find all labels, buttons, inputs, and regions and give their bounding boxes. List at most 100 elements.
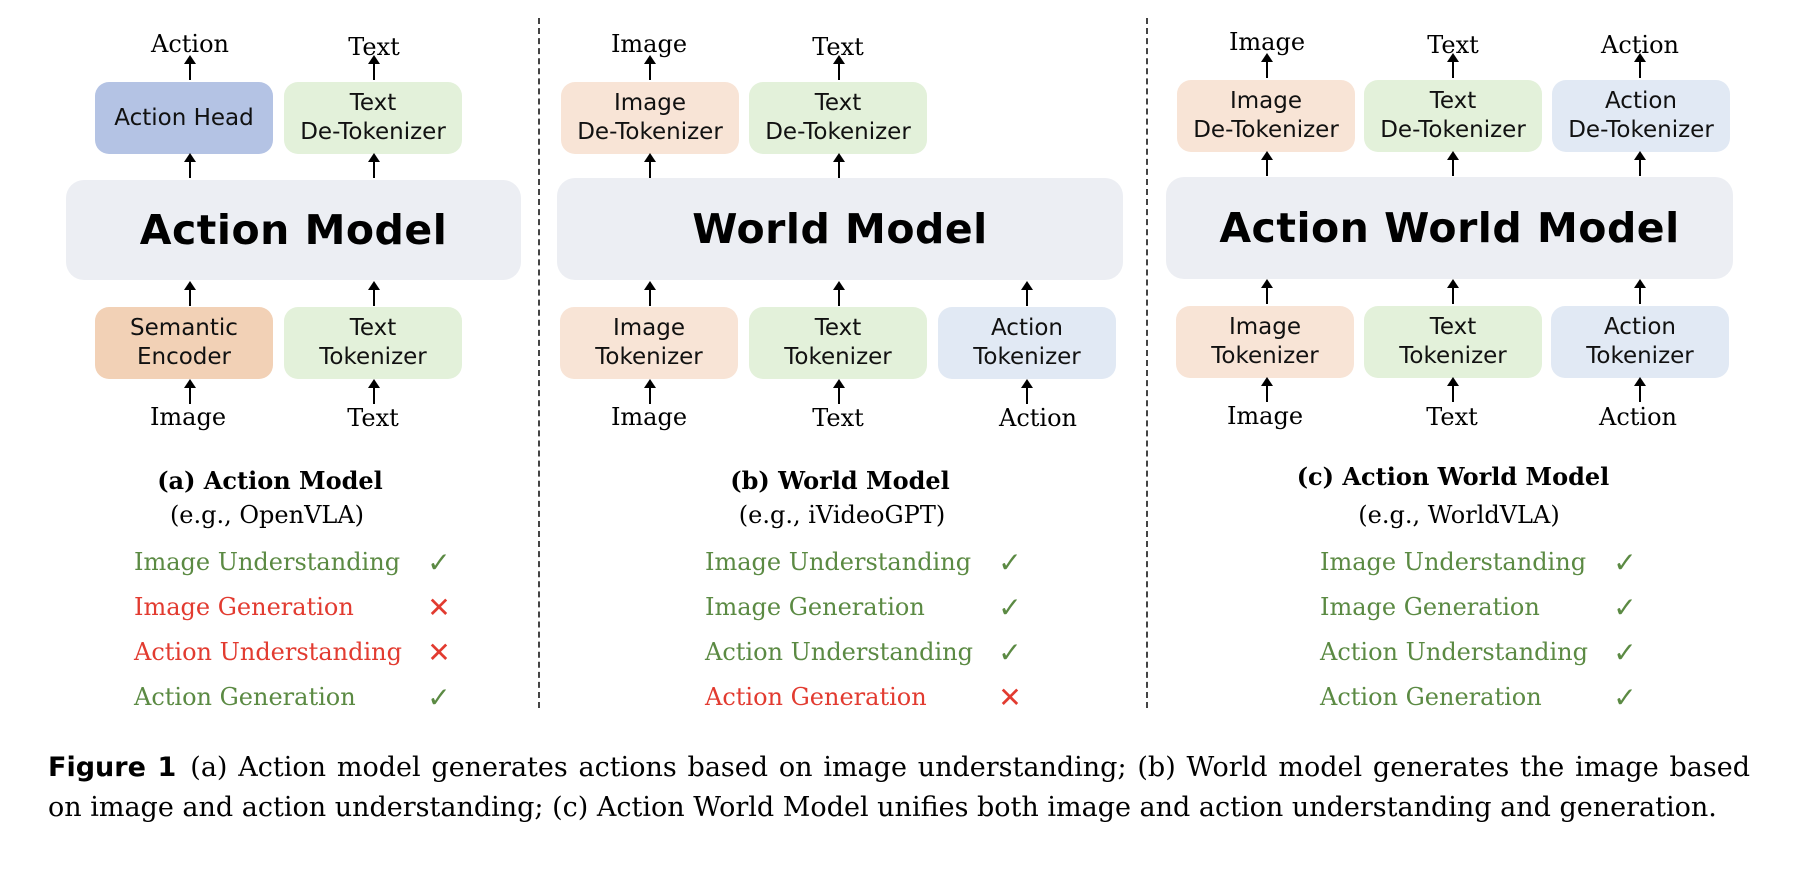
cross-icon: ✕ bbox=[427, 590, 451, 624]
capability-label: Image Understanding bbox=[1320, 548, 1587, 576]
panel-c-example: (e.g., WorldVLA) bbox=[1358, 501, 1560, 529]
capability-row: Image Generation ✓ bbox=[1320, 589, 1645, 625]
capability-label: Action Understanding bbox=[134, 638, 402, 666]
check-icon: ✓ bbox=[998, 635, 1022, 669]
arrow-up bbox=[833, 55, 845, 80]
panel-a-example: (e.g., OpenVLA) bbox=[169, 501, 365, 529]
figure-label: Figure 1 bbox=[48, 752, 177, 783]
arrow-up bbox=[1447, 151, 1459, 176]
figure-caption-text: (a) Action model generates actions based… bbox=[48, 752, 1750, 823]
arrow-up bbox=[833, 281, 845, 306]
panel-divider-right bbox=[1146, 18, 1148, 708]
input-label-image: Image bbox=[1226, 402, 1304, 430]
arrow-up bbox=[368, 379, 380, 404]
check-icon: ✓ bbox=[1613, 545, 1637, 579]
panel-a-title: (a) Action Model bbox=[157, 466, 383, 495]
input-label-text: Text bbox=[347, 404, 399, 432]
arrow-up bbox=[1261, 151, 1273, 176]
text-detokenizer-box: Text De-Tokenizer bbox=[284, 82, 462, 154]
arrow-up bbox=[1634, 377, 1646, 402]
capability-row: Action Understanding ✕ bbox=[134, 634, 459, 670]
action-tokenizer-box: Action Tokenizer bbox=[1551, 306, 1729, 378]
arrow-up bbox=[368, 153, 380, 178]
arrow-up bbox=[368, 281, 380, 306]
arrow-up bbox=[1021, 281, 1033, 306]
arrow-up bbox=[644, 153, 656, 178]
arrow-up bbox=[1447, 279, 1459, 304]
panel-b-example: (e.g., iVideoGPT) bbox=[738, 501, 946, 529]
panel-divider-left bbox=[538, 18, 540, 708]
check-icon: ✓ bbox=[1613, 680, 1637, 714]
input-label-image: Image bbox=[149, 403, 227, 431]
arrow-up bbox=[1261, 377, 1273, 402]
arrow-up bbox=[644, 379, 656, 404]
action-detokenizer-box: Action De-Tokenizer bbox=[1552, 80, 1730, 152]
check-icon: ✓ bbox=[998, 590, 1022, 624]
panel-b-title: (b) World Model bbox=[730, 466, 950, 495]
image-tokenizer-box: Image Tokenizer bbox=[1176, 306, 1354, 378]
text-detokenizer-box: Text De-Tokenizer bbox=[749, 82, 927, 154]
arrow-up bbox=[184, 379, 196, 404]
capability-label: Image Generation bbox=[705, 593, 925, 621]
arrow-up bbox=[184, 55, 196, 80]
image-detokenizer-box: Image De-Tokenizer bbox=[561, 82, 739, 154]
text-detokenizer-box: Text De-Tokenizer bbox=[1364, 80, 1542, 152]
input-label-image: Image bbox=[610, 403, 688, 431]
panel-c-title: (c) Action World Model bbox=[1296, 462, 1610, 491]
capability-label: Action Understanding bbox=[705, 638, 973, 666]
capability-label: Image Generation bbox=[1320, 593, 1540, 621]
arrow-up bbox=[184, 281, 196, 306]
arrow-up bbox=[644, 55, 656, 80]
capability-row: Action Generation ✓ bbox=[134, 679, 459, 715]
arrow-up bbox=[1261, 279, 1273, 304]
output-label-action: Action bbox=[151, 30, 229, 58]
capability-row: Image Understanding ✓ bbox=[134, 544, 459, 580]
capability-row: Image Generation ✓ bbox=[705, 589, 1030, 625]
arrow-up bbox=[1261, 53, 1273, 78]
capability-row: Image Understanding ✓ bbox=[1320, 544, 1645, 580]
capability-label: Action Generation bbox=[134, 683, 356, 711]
arrow-up bbox=[644, 281, 656, 306]
input-label-text: Text bbox=[812, 404, 864, 432]
text-tokenizer-box: Text Tokenizer bbox=[284, 307, 462, 379]
input-label-text: Text bbox=[1426, 403, 1478, 431]
arrow-up bbox=[368, 55, 380, 80]
check-icon: ✓ bbox=[427, 680, 451, 714]
output-label-image: Image bbox=[1228, 28, 1306, 56]
arrow-up bbox=[833, 153, 845, 178]
capability-row: Action Generation ✓ bbox=[1320, 679, 1645, 715]
capability-row: Action Understanding ✓ bbox=[705, 634, 1030, 670]
image-detokenizer-box: Image De-Tokenizer bbox=[1177, 80, 1355, 152]
check-icon: ✓ bbox=[1613, 590, 1637, 624]
arrow-up bbox=[833, 379, 845, 404]
input-label-action: Action bbox=[999, 404, 1077, 432]
capability-row: Action Understanding ✓ bbox=[1320, 634, 1645, 670]
arrow-up bbox=[1447, 53, 1459, 78]
capability-label: Image Understanding bbox=[134, 548, 401, 576]
capability-label: Image Generation bbox=[134, 593, 354, 621]
check-icon: ✓ bbox=[1613, 635, 1637, 669]
figure-caption: Figure 1(a) Action model generates actio… bbox=[48, 748, 1750, 828]
capability-label: Image Understanding bbox=[705, 548, 972, 576]
check-icon: ✓ bbox=[427, 545, 451, 579]
capability-label: Action Generation bbox=[1320, 683, 1542, 711]
text-tokenizer-box: Text Tokenizer bbox=[1364, 306, 1542, 378]
semantic-encoder-box: Semantic Encoder bbox=[95, 307, 273, 379]
input-label-action: Action bbox=[1599, 403, 1677, 431]
capability-row: Image Understanding ✓ bbox=[705, 544, 1030, 580]
action-model-box: Action Model bbox=[66, 180, 521, 280]
arrow-up bbox=[1634, 151, 1646, 176]
capability-label: Action Understanding bbox=[1320, 638, 1588, 666]
arrow-up bbox=[1634, 279, 1646, 304]
action-world-model-box: Action World Model bbox=[1166, 177, 1733, 279]
cross-icon: ✕ bbox=[427, 635, 451, 669]
image-tokenizer-box: Image Tokenizer bbox=[560, 307, 738, 379]
capability-row: Action Generation ✕ bbox=[705, 679, 1030, 715]
arrow-up bbox=[184, 153, 196, 178]
action-head-box: Action Head bbox=[95, 82, 273, 154]
arrow-up bbox=[1021, 379, 1033, 404]
cross-icon: ✕ bbox=[998, 680, 1022, 714]
check-icon: ✓ bbox=[998, 545, 1022, 579]
world-model-box: World Model bbox=[557, 178, 1123, 280]
arrow-up bbox=[1634, 53, 1646, 78]
